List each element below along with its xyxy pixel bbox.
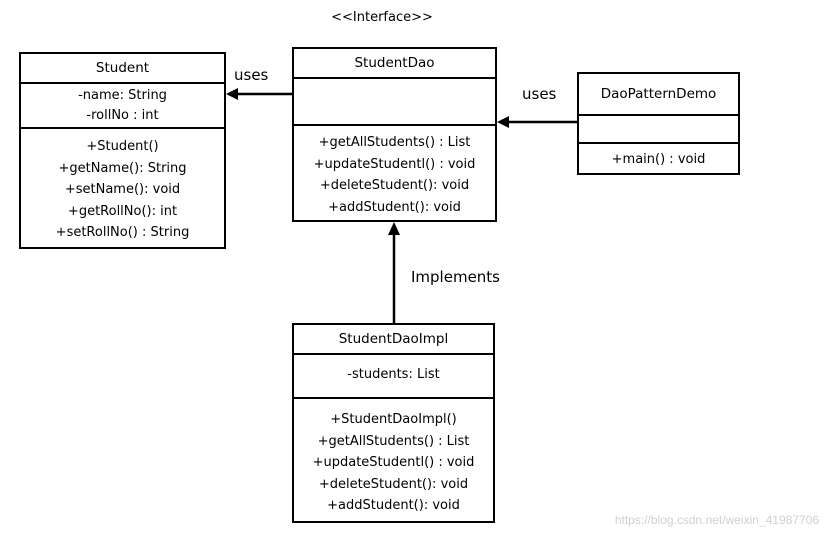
class-name: StudentDao bbox=[294, 49, 495, 79]
operation: +setName(): void bbox=[64, 182, 181, 198]
operation: +updateStudentl() : void bbox=[313, 156, 476, 172]
operations-compartment: +getAllStudents() : List +updateStudentl… bbox=[294, 126, 495, 218]
class-name: Student bbox=[21, 54, 224, 84]
interface-stereotype: <<Interface>> bbox=[331, 10, 433, 25]
attributes-compartment: -students: List bbox=[294, 355, 493, 399]
uses-arrow-dao-to-student bbox=[226, 88, 292, 100]
operations-compartment: +Student() +getName(): String +setName()… bbox=[21, 129, 224, 244]
operation: +StudentDaoImpl() bbox=[330, 412, 457, 427]
class-student-dao-impl: StudentDaoImpl -students: List +StudentD… bbox=[292, 323, 495, 523]
class-dao-pattern-demo: DaoPatternDemo +main() : void bbox=[577, 72, 740, 175]
operations-compartment: +main() : void bbox=[579, 144, 738, 171]
class-student: Student -name: String -rollNo : int +Stu… bbox=[19, 52, 226, 249]
attribute: -name: String bbox=[78, 88, 167, 103]
attributes-compartment bbox=[579, 116, 738, 144]
uses-label-demo: uses bbox=[522, 85, 557, 103]
operation: +getRollNo(): int bbox=[67, 203, 178, 219]
attributes-compartment bbox=[294, 79, 495, 126]
implements-label: Implements bbox=[411, 268, 500, 286]
operation: +setRollNo() : String bbox=[55, 225, 190, 241]
attribute: -students: List bbox=[347, 367, 440, 382]
operation: +updateStudentl() : void bbox=[312, 455, 475, 471]
operation: +main() : void bbox=[611, 152, 706, 167]
uses-label-student: uses bbox=[234, 66, 269, 84]
operation: +deleteStudent(): void bbox=[318, 476, 469, 492]
operation: +addStudent(): void bbox=[328, 199, 461, 215]
class-student-dao: StudentDao +getAllStudents() : List +upd… bbox=[292, 47, 497, 222]
class-name: DaoPatternDemo bbox=[579, 74, 738, 116]
operation: +addStudent(): void bbox=[327, 498, 460, 514]
class-name: StudentDaoImpl bbox=[294, 325, 493, 355]
watermark: https://blog.csdn.net/weixin_41987706 bbox=[614, 513, 819, 527]
operation: +deleteStudent(): void bbox=[319, 178, 470, 194]
operation: +Student() bbox=[86, 139, 159, 154]
operations-compartment: +StudentDaoImpl() +getAllStudents() : Li… bbox=[294, 399, 493, 517]
implements-arrow-impl-to-dao bbox=[388, 222, 400, 323]
uses-arrow-demo-to-dao bbox=[497, 116, 577, 128]
operation: +getName(): String bbox=[58, 160, 187, 176]
operation: +getAllStudents() : List bbox=[317, 433, 470, 449]
operation: +getAllStudents() : List bbox=[318, 135, 471, 150]
attribute: -rollNo : int bbox=[86, 108, 159, 123]
attributes-compartment: -name: String -rollNo : int bbox=[21, 84, 224, 129]
